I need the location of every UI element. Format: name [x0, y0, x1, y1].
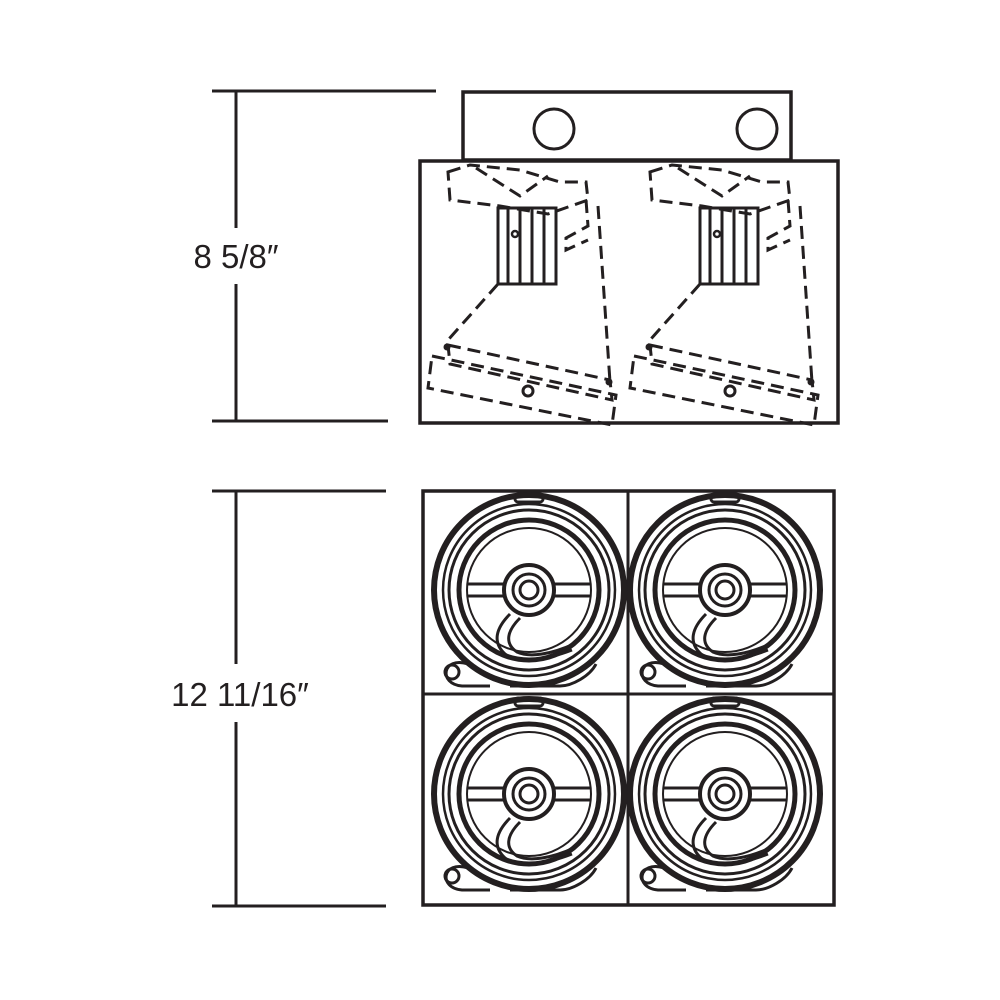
length-dimension: 12 11/16″: [171, 489, 386, 908]
side-view: [418, 90, 840, 427]
junction-box: [461, 90, 793, 162]
side-lamp-left: [426, 163, 618, 427]
height-dimension: 8 5/8″: [193, 89, 436, 423]
top-lamp-3: [434, 698, 624, 890]
top-lamp-4: [630, 698, 820, 890]
knockout-right: [735, 107, 779, 151]
top-view: [421, 489, 836, 907]
knockout-left: [532, 107, 576, 151]
height-dimension-label: 8 5/8″: [193, 238, 278, 275]
top-lamp-1: [434, 494, 624, 686]
housing-frame: [418, 159, 840, 425]
side-lamp-right: [628, 163, 820, 427]
length-dimension-label: 12 11/16″: [171, 676, 309, 713]
top-lamp-2: [630, 494, 820, 686]
